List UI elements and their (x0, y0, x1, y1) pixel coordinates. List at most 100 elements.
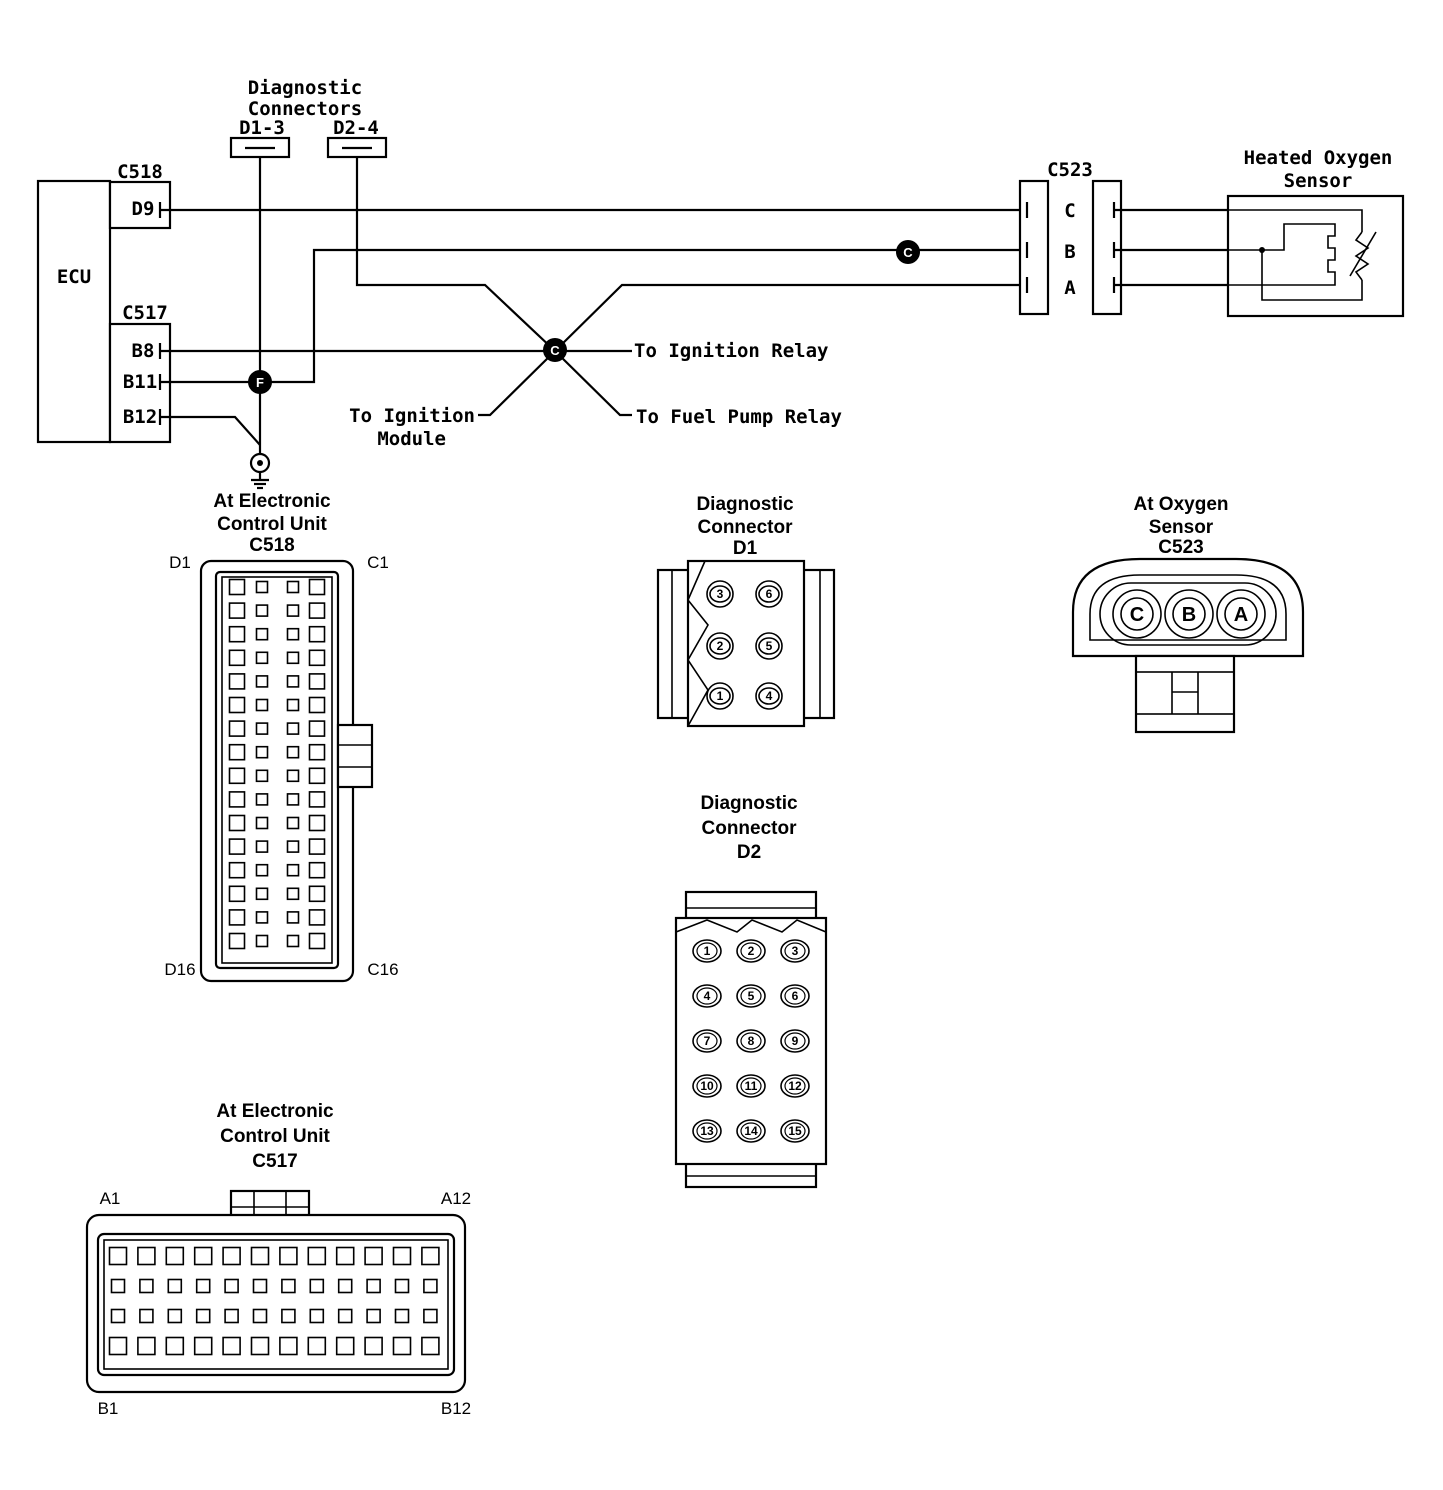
c518-cavity (286, 911, 300, 924)
svg-text:15: 15 (788, 1124, 802, 1138)
c518-cavity (228, 673, 246, 690)
d2-pin-4: 4 (692, 984, 722, 1008)
c517-cavity (281, 1278, 296, 1294)
c517-cavity (165, 1336, 185, 1356)
c517-cavity (250, 1336, 270, 1356)
c518-cavity (228, 767, 246, 785)
d2-bottom-cap (684, 1160, 818, 1189)
c517-cavity (423, 1308, 438, 1324)
o2-pin-b: B (1164, 589, 1214, 639)
c518-cavity (286, 627, 300, 641)
d2-4-label: D2-4 (333, 117, 379, 139)
c517-cavity (309, 1308, 325, 1324)
svg-text:4: 4 (704, 989, 711, 1003)
to-fuel-pump-relay: To Fuel Pump Relay (636, 406, 842, 428)
c518-cavity (308, 814, 326, 832)
c518-view-title-line2: Control Unit (217, 514, 327, 535)
o2-view-title-line3: C523 (1158, 537, 1203, 558)
c517-connector-view: At Electronic Control Unit C517 A1 A12 B… (85, 1101, 471, 1418)
o2-view-title-line2: Sensor (1149, 517, 1214, 538)
c518-cavity (308, 767, 326, 785)
c518-cavity (286, 769, 300, 783)
pin-b12: B12 (123, 406, 157, 428)
c518-cavity (228, 625, 246, 643)
c523-pin-a: A (1064, 277, 1076, 299)
c517-cavity (165, 1246, 185, 1266)
o2-view-title-line1: At Oxygen (1133, 494, 1228, 515)
svg-text:2: 2 (748, 944, 755, 958)
c517-cavity (110, 1278, 126, 1294)
svg-text:6: 6 (766, 587, 773, 601)
d1-housing (686, 559, 806, 728)
splice-c-main (543, 338, 567, 362)
svg-text:A: A (1234, 604, 1248, 626)
c517-cavity (195, 1308, 211, 1324)
d2-pin-2: 2 (736, 939, 766, 963)
c518-cavity (308, 909, 326, 926)
c517-label: C517 (122, 302, 168, 324)
c518-connector-view: At Electronic Control Unit C518 D1 C1 D1… (164, 491, 399, 983)
c523-right-half (1091, 179, 1123, 316)
svg-text:13: 13 (700, 1124, 714, 1138)
c518-corner-d1: D1 (169, 553, 191, 572)
c517-cavity (108, 1246, 128, 1266)
c518-corner-c16: C16 (367, 960, 398, 979)
c518-cavity (255, 934, 269, 948)
splice-f (248, 370, 272, 394)
c517-cavity (423, 1278, 438, 1294)
d2-pin-12: 12 (780, 1074, 810, 1098)
c518-cavity (308, 932, 326, 950)
wire-b11-b (160, 248, 1022, 384)
c518-cavity (286, 840, 300, 853)
o2-connector-view: At Oxygen Sensor C523 C B A (1071, 494, 1305, 734)
c517-cavity (193, 1246, 213, 1266)
c518-cavity (255, 627, 269, 641)
c518-pin-grid (228, 578, 326, 950)
c517-cavity (337, 1308, 353, 1324)
d1-view-title-line2: Connector (698, 517, 794, 538)
pin-d9: D9 (132, 198, 155, 220)
svg-text:5: 5 (766, 639, 773, 653)
c518-cavity (308, 885, 326, 903)
svg-text:6: 6 (792, 989, 799, 1003)
c517-cavity (224, 1308, 239, 1324)
c517-cavity (337, 1278, 353, 1294)
svg-text:4: 4 (766, 689, 773, 703)
c523-label: C523 (1047, 159, 1093, 181)
c518-cavity (286, 793, 300, 806)
c517-cavity (366, 1308, 381, 1324)
svg-text:9: 9 (792, 1034, 799, 1048)
d2-pin-11: 11 (736, 1074, 766, 1098)
d2-pin-14: 14 (736, 1119, 766, 1143)
c518-cavity (255, 675, 269, 688)
c518-cavity (308, 602, 326, 619)
c518-corner-d16: D16 (164, 960, 195, 979)
c518-cavity (286, 816, 300, 830)
c517-cavity (167, 1278, 183, 1294)
c518-cavity (308, 743, 326, 761)
c518-cavity (308, 696, 326, 714)
c517-cavity (279, 1336, 298, 1356)
c518-cavity (228, 814, 246, 832)
c518-label: C518 (117, 161, 163, 183)
d1-pin-3: 3 (706, 580, 734, 608)
svg-text:1: 1 (717, 689, 724, 703)
c517-cavity (307, 1336, 327, 1356)
c518-cavity (286, 580, 300, 594)
c518-cavity (228, 696, 246, 714)
c518-cavity (308, 838, 326, 855)
svg-text:10: 10 (700, 1079, 714, 1093)
c517-cavity (193, 1336, 213, 1356)
d1-pin-2: 2 (706, 632, 734, 660)
splice-f-label: F (256, 375, 264, 390)
d1-pin-5: 5 (755, 632, 783, 660)
pin-b11: B11 (123, 371, 157, 393)
wire-d2-4 (355, 157, 632, 417)
d1-view-title-line3: D1 (733, 538, 758, 559)
pin-b8: B8 (132, 340, 155, 362)
c517-cavity (307, 1246, 327, 1266)
ecu-label: ECU (57, 266, 91, 288)
c518-cavity (228, 791, 246, 808)
